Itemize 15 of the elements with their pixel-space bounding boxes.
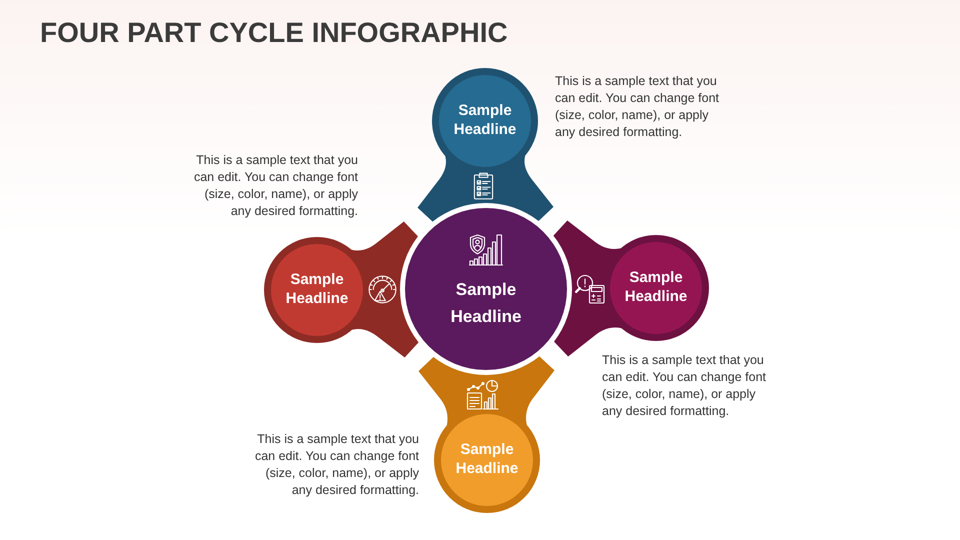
description-text: This is a sample text that you can edit. You can change font (size, color, name), or apply any desired formatting. [254,431,419,499]
headline-text: Sample Headline [450,279,522,328]
keyhole-shape [418,356,555,513]
keyhole-shape [264,221,419,358]
headline-text: Sample Headline [454,440,520,478]
slide-title: FOUR PART CYCLE INFOGRAPHIC [40,16,508,50]
circle-node [405,208,567,370]
description-text: This is a sample text that you can edit. You can change font (size, color, name), or apply any desired formatting. [192,152,358,220]
description-text: This is a sample text that you can edit. You can change font (size, color, name), or apply any desired formatting. [555,73,720,141]
headline-text: Sample Headline [624,268,688,306]
keyhole-shape [417,68,554,222]
headline-text: Sample Headline [452,101,518,139]
headline-text: Sample Headline [284,270,350,308]
keyhole-shape [553,220,709,357]
description-text: This is a sample text that you can edit. You can change font (size, color, name), or apply any desired formatting. [602,352,768,420]
